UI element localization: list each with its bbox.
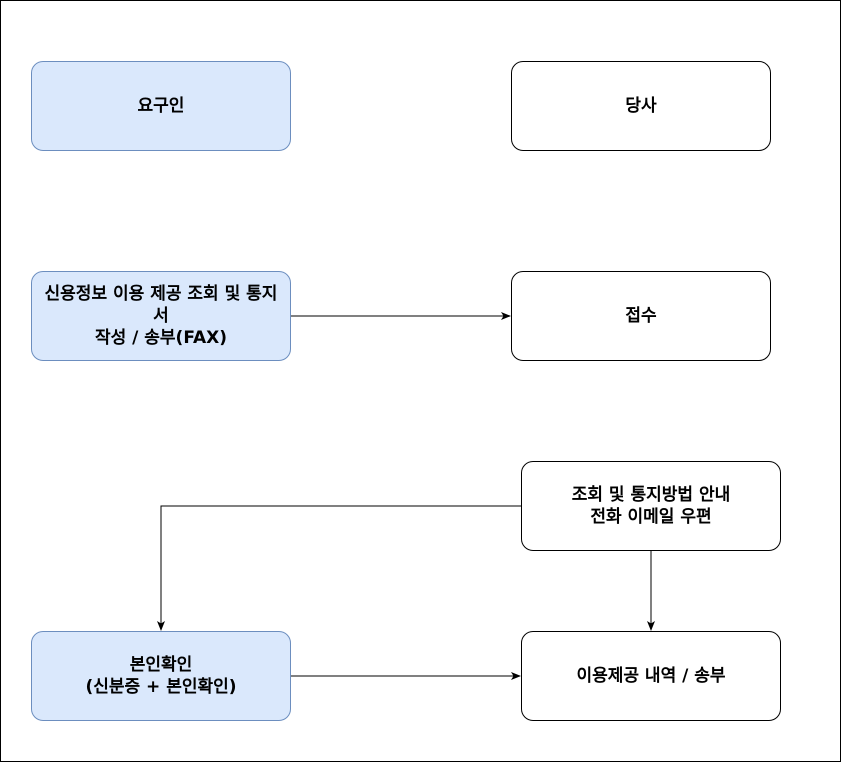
usage-history-node[interactable]: 이용제공 내역 / 송부 bbox=[521, 631, 781, 721]
notice-method-node[interactable]: 조회 및 통지방법 안내 전화 이메일 우편 bbox=[521, 461, 781, 551]
notice-method-label: 조회 및 통지방법 안내 전화 이메일 우편 bbox=[571, 485, 731, 527]
company-node[interactable]: 당사 bbox=[511, 61, 771, 151]
request-form-label: 신용정보 이용 제공 조회 및 통지서 작성 / 송부(FAX) bbox=[44, 284, 278, 348]
requester-node[interactable]: 요구인 bbox=[31, 61, 291, 151]
identity-check-node[interactable]: 본인확인 (신분증 + 본인확인) bbox=[31, 631, 291, 721]
receipt-label: 접수 bbox=[625, 306, 657, 326]
requester-label: 요구인 bbox=[137, 96, 185, 116]
request-form-node[interactable]: 신용정보 이용 제공 조회 및 통지서 작성 / 송부(FAX) bbox=[31, 271, 291, 361]
edge-notice-to-identity bbox=[157, 505, 521, 631]
identity-check-label: 본인확인 (신분증 + 본인확인) bbox=[85, 655, 237, 697]
receipt-node[interactable]: 접수 bbox=[511, 271, 771, 361]
company-label: 당사 bbox=[625, 96, 657, 116]
usage-history-label: 이용제공 내역 / 송부 bbox=[576, 666, 726, 686]
